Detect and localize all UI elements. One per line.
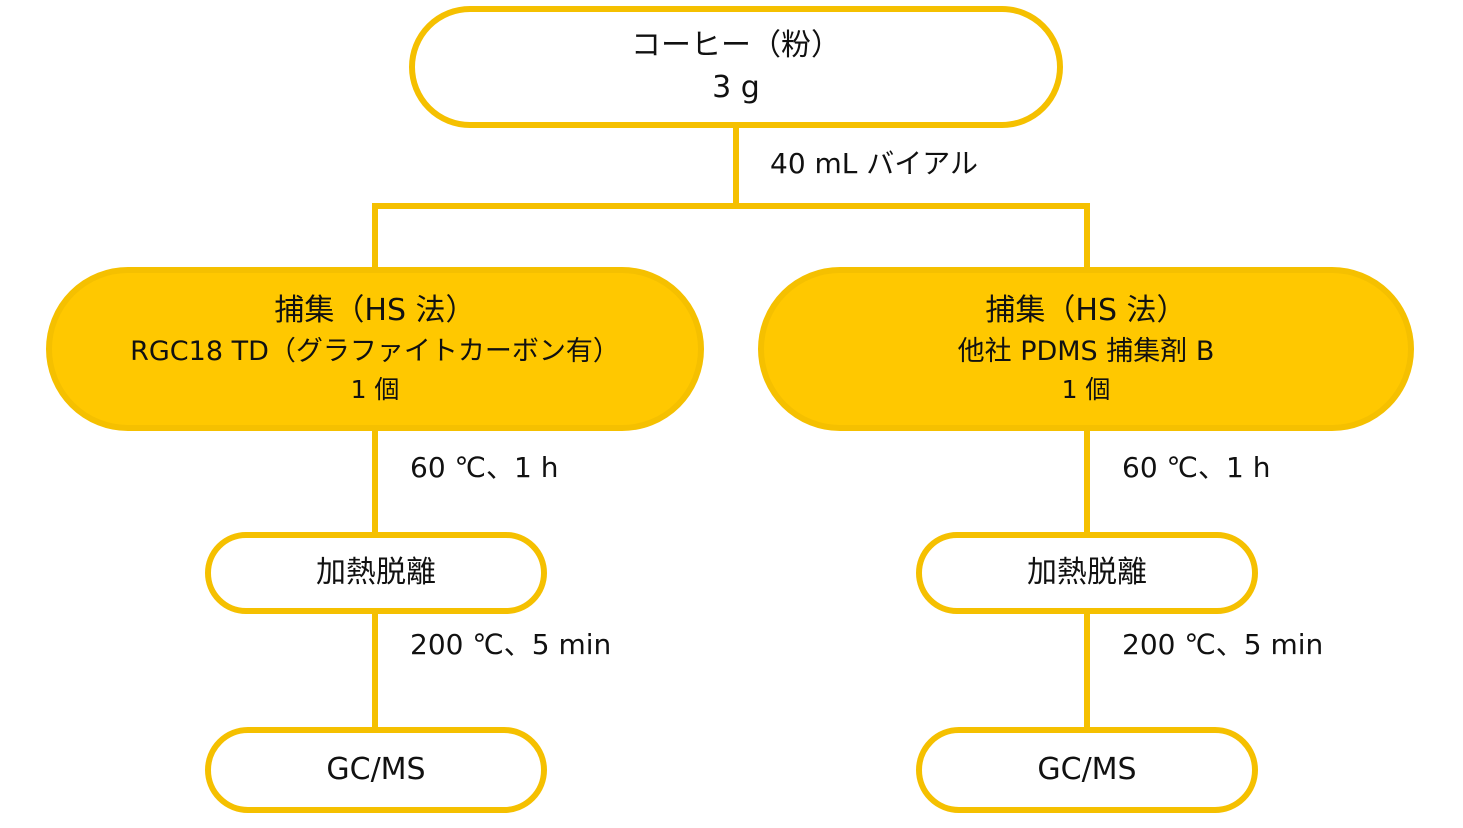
right-gcms-node: GC/MS: [916, 727, 1258, 813]
right-capture-condition: 60 ℃、1 h: [1122, 451, 1271, 484]
connector-horizontal: [372, 203, 1090, 209]
right-capture-title: 捕集（HS 法）: [985, 293, 1187, 328]
connector-right-to-capture: [1084, 206, 1090, 270]
right-desorption-condition: 200 ℃、5 min: [1122, 628, 1324, 661]
right-capture-count: 1 個: [1061, 375, 1111, 404]
connector-top-vertical: [733, 126, 739, 206]
connector-left-desorb-to-gcms: [372, 612, 378, 730]
right-desorption-node: 加熱脱離: [916, 532, 1258, 614]
sample-node: コーヒー（粉） 3 g: [409, 6, 1063, 128]
right-gcms-label: GC/MS: [1037, 752, 1137, 787]
right-capture-adsorbent: 他社 PDMS 捕集剤 B: [957, 336, 1215, 367]
left-capture-condition: 60 ℃、1 h: [410, 451, 559, 484]
connector-right-capture-to-desorb: [1084, 428, 1090, 534]
connector-left-capture-to-desorb: [372, 428, 378, 534]
left-gcms-label: GC/MS: [326, 752, 426, 787]
connector-left-to-capture: [372, 206, 378, 270]
sample-name: コーヒー（粉）: [631, 28, 841, 63]
connector-right-desorb-to-gcms: [1084, 612, 1090, 730]
left-capture-count: 1 個: [350, 375, 400, 404]
sample-amount: 3 g: [712, 70, 760, 105]
left-desorption-node: 加熱脱離: [205, 532, 547, 614]
left-desorption-label: 加熱脱離: [316, 555, 436, 590]
left-capture-adsorbent: RGC18 TD（グラファイトカーボン有）: [130, 336, 620, 367]
left-capture-title: 捕集（HS 法）: [274, 293, 476, 328]
left-desorption-condition: 200 ℃、5 min: [410, 628, 612, 661]
right-capture-node: 捕集（HS 法） 他社 PDMS 捕集剤 B 1 個: [758, 267, 1414, 431]
vial-label: 40 mL バイアル: [770, 147, 979, 180]
left-gcms-node: GC/MS: [205, 727, 547, 813]
right-desorption-label: 加熱脱離: [1027, 555, 1147, 590]
left-capture-node: 捕集（HS 法） RGC18 TD（グラファイトカーボン有） 1 個: [46, 267, 704, 431]
